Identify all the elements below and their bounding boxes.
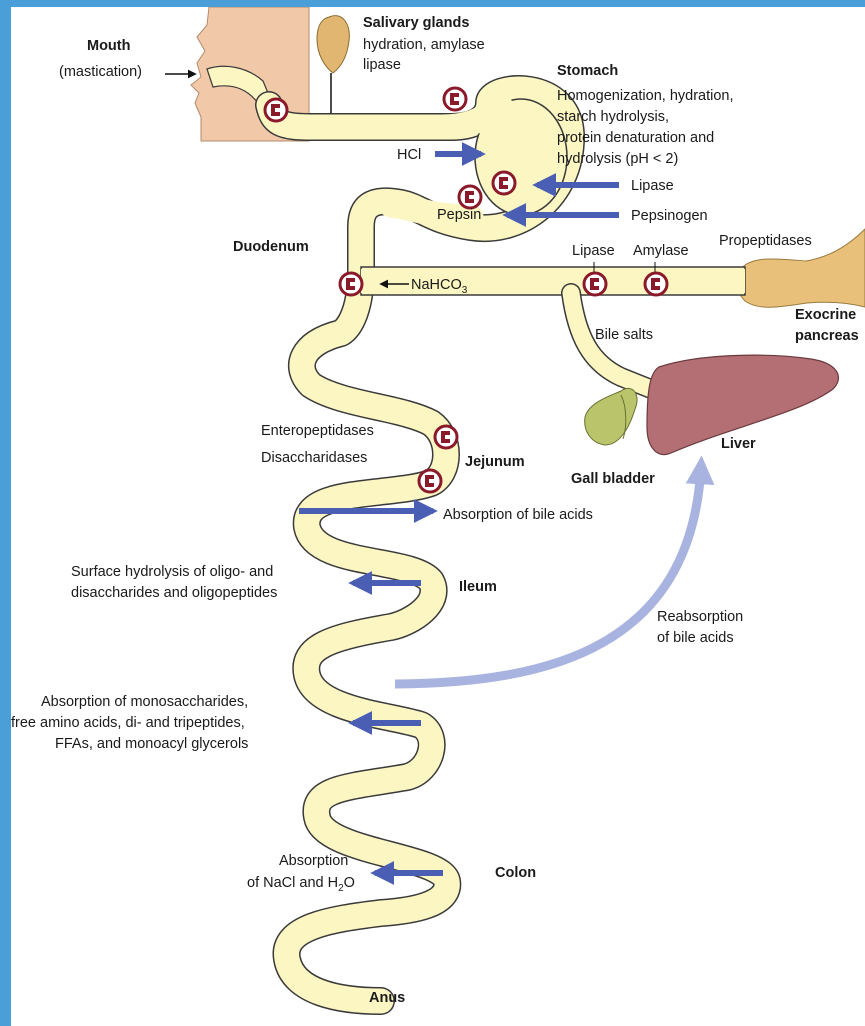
label-colon: Colon [495, 865, 536, 881]
label-exocrine: Exocrine [795, 307, 856, 323]
label-salivary-glands: Salivary glands [363, 15, 469, 31]
label-enteropeptidases: Enteropeptidases [261, 423, 374, 439]
label-salivary-line1: hydration, amylase [363, 37, 485, 53]
label-mono-line1: Absorption of monosaccharides, [41, 694, 248, 710]
label-jejunum: Jejunum [465, 454, 525, 470]
gall-bladder [585, 388, 637, 445]
label-mono-line3: FFAs, and monoacyl glycerols [55, 736, 248, 752]
label-stomach: Stomach [557, 63, 618, 79]
label-colon-abs-line2: of NaCl and H2O [247, 875, 355, 894]
label-hcl: HCl [397, 147, 421, 163]
label-stomach-line2: starch hydrolysis, [557, 109, 669, 125]
enzyme-symbol-icon [493, 172, 515, 194]
enzyme-symbol-icon [435, 426, 457, 448]
label-mono-line2: free amino acids, di- and tripeptides, [11, 715, 245, 731]
label-surface-line1: Surface hydrolysis of oligo- and [71, 564, 273, 580]
label-bile-salts: Bile salts [595, 327, 653, 343]
label-amylase-duct: Amylase [633, 243, 689, 259]
label-duodenum: Duodenum [233, 239, 309, 255]
label-propeptidases: Propeptidases [719, 233, 812, 249]
label-mouth: Mouth [87, 38, 130, 54]
salivary-gland [317, 16, 349, 73]
label-pepsin: Pepsin [437, 207, 481, 223]
enzyme-symbol-icon [645, 273, 667, 295]
label-reabsorption-line1: Reabsorption [657, 609, 743, 625]
label-salivary-line2: lipase [363, 57, 401, 73]
label-lipase-stomach: Lipase [631, 178, 674, 194]
label-surface-line2: disaccharides and oligopeptides [71, 585, 277, 601]
label-absorption-bile-acids: Absorption of bile acids [443, 507, 593, 523]
digestive-system-diagram: Mouth (mastication) Salivary glands hydr… [11, 7, 865, 1026]
label-gall-bladder: Gall bladder [571, 471, 655, 487]
enzyme-symbol-icon [340, 273, 362, 295]
label-stomach-line3: protein denaturation and [557, 130, 714, 146]
enzyme-symbol-icon [419, 470, 441, 492]
label-pancreas: pancreas [795, 328, 859, 344]
label-reabsorption-line2: of bile acids [657, 630, 734, 646]
label-disaccharidases: Disaccharidases [261, 450, 367, 466]
label-lipase-duct: Lipase [572, 243, 615, 259]
label-mastication: (mastication) [59, 64, 142, 80]
enzyme-symbol-icon [265, 99, 287, 121]
label-colon-abs-line1: Absorption [279, 853, 348, 869]
label-liver: Liver [721, 436, 756, 452]
enzyme-symbol-icon [444, 88, 466, 110]
label-pepsinogen: Pepsinogen [631, 208, 708, 224]
enzyme-symbol-icon [584, 273, 606, 295]
enzyme-symbol-icon [459, 186, 481, 208]
label-stomach-line4: hydrolysis (pH < 2) [557, 151, 678, 167]
label-ileum: Ileum [459, 579, 497, 595]
label-stomach-line1: Homogenization, hydration, [557, 88, 734, 104]
diagram-frame: Mouth (mastication) Salivary glands hydr… [11, 7, 865, 1026]
label-anus: Anus [369, 990, 405, 1006]
